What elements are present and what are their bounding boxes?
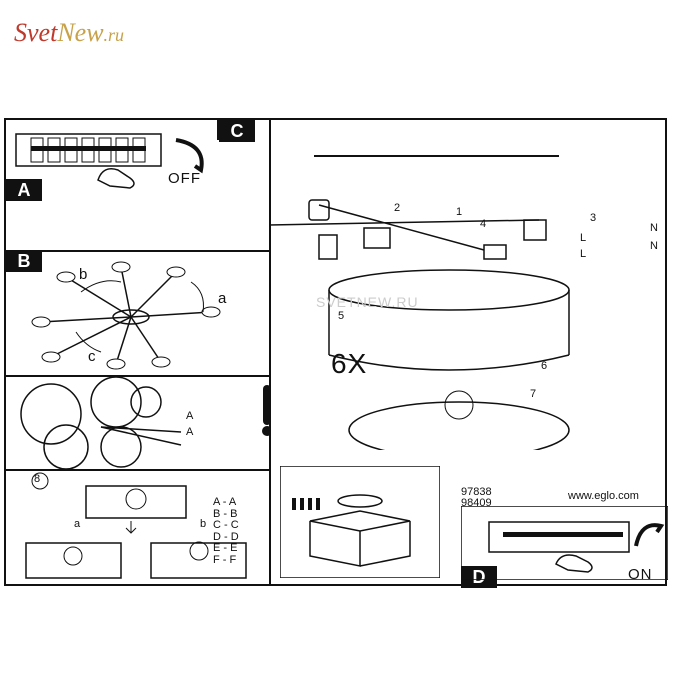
step-6: 6 <box>541 360 548 372</box>
divider-vertical <box>269 120 271 584</box>
shade-mapping-drawing <box>20 377 269 470</box>
arrow-label-b: b <box>79 266 89 283</box>
arrow-label-c: c <box>88 348 97 365</box>
option-a-label: a <box>74 518 81 530</box>
option-b-label: b <box>200 518 207 530</box>
mapping-item: E - E <box>213 542 238 554</box>
wire-label-l: L <box>580 232 587 244</box>
panel-d-drawing <box>461 506 668 580</box>
count-label: 6X <box>331 348 368 379</box>
divider-b-map <box>6 375 269 377</box>
on-label: ON <box>628 566 653 583</box>
step-8-drawing <box>25 472 247 579</box>
panel-b-drawing <box>31 261 221 370</box>
badge-d: D <box>461 566 497 588</box>
step-5: 5 <box>338 310 345 322</box>
divider-badge-c <box>217 120 219 140</box>
divider-a-b <box>6 250 269 252</box>
step-4: 4 <box>480 218 487 230</box>
packaging-drawing <box>280 466 440 578</box>
mapping-item: F - F <box>213 553 237 566</box>
badge-c: C <box>219 120 255 142</box>
logo-part-new: New <box>57 18 104 47</box>
wire-label-n: N <box>650 222 658 234</box>
mapping-arrow-label: A <box>186 410 194 422</box>
mapping-item: C - C <box>213 519 239 531</box>
step-3: 3 <box>590 212 597 224</box>
panel-a-drawing <box>15 133 204 189</box>
wire-label-l: L <box>580 248 587 260</box>
badge-a: A <box>6 179 42 201</box>
logo-part-svet: Svet <box>14 18 58 47</box>
badge-b: B <box>6 250 42 272</box>
mapping-item: D - D <box>213 530 239 543</box>
mapping-arrow-label: A <box>186 426 194 438</box>
code-1: 97838 <box>461 486 492 498</box>
instruction-sheet: A B C D OFF b <box>4 118 668 588</box>
mapping-item: A - A <box>213 496 237 508</box>
off-label: OFF <box>168 170 201 187</box>
step-1: 1 <box>456 206 463 218</box>
arrow-label-a: a <box>218 290 228 307</box>
mapping-list: A - A B - B C - C D - D E - E F - F <box>213 496 239 566</box>
divider-map-8 <box>6 469 269 471</box>
step-7: 7 <box>530 388 537 400</box>
step-2: 2 <box>394 202 401 214</box>
panel-c-drawing <box>269 155 570 450</box>
website-link[interactable]: www.eglo.com <box>568 490 639 502</box>
wire-label-n: N <box>650 240 658 252</box>
step-8-number: 8 <box>34 473 41 485</box>
svetnew-logo: SvetNew.ru <box>14 18 124 48</box>
watermark: SVETNEW.RU <box>316 294 419 310</box>
logo-part-ru: .ru <box>103 25 125 45</box>
mapping-item: B - B <box>213 507 238 520</box>
